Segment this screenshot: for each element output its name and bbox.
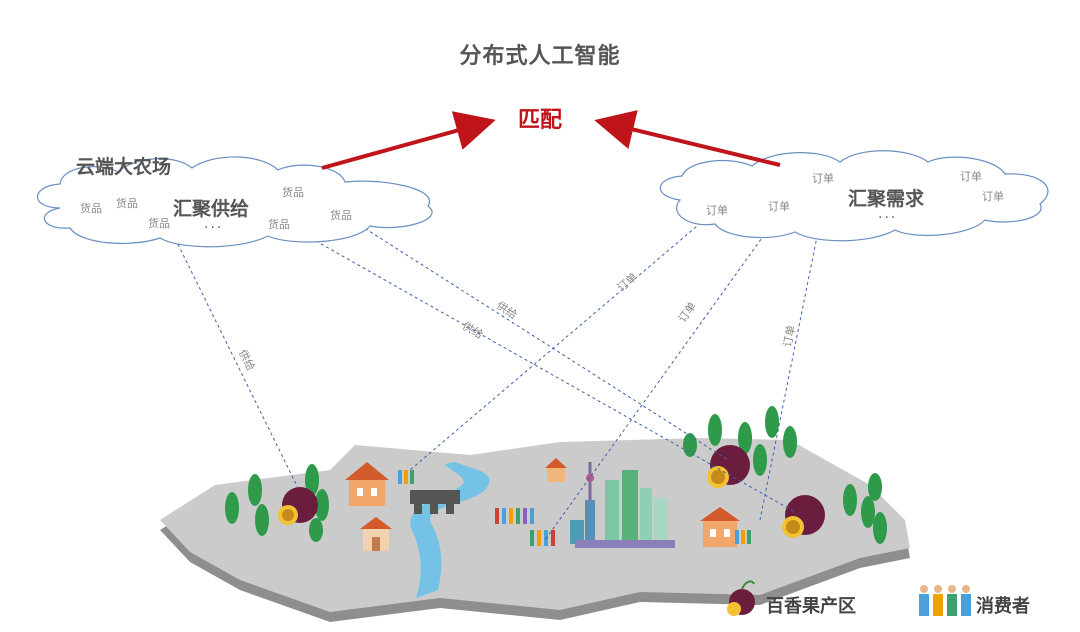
demand-item: 订单 [706, 204, 728, 217]
demand-item: 订单 [812, 172, 834, 185]
house [345, 462, 389, 506]
supply-item: 货品 [268, 218, 290, 231]
trees [225, 406, 887, 544]
house [700, 507, 740, 547]
demand-item: 订单 [768, 200, 790, 213]
legend-consumer: 消费者 [976, 596, 1030, 617]
match-arrows [321, 110, 781, 170]
legend-consumer-icon [919, 585, 971, 616]
supply-cloud-label: 汇聚供给 [173, 198, 250, 220]
legend-fruit-icon [727, 580, 755, 616]
order-link-1 [409, 214, 711, 471]
supply-link-2 [299, 231, 796, 513]
order-link-2 [544, 209, 783, 541]
arrow-from-supply [321, 111, 496, 170]
demand-cloud-label: 汇聚需求 [848, 188, 925, 210]
house [360, 517, 392, 551]
link-lines [169, 181, 829, 541]
house [545, 458, 567, 482]
passion-fruits [278, 445, 825, 538]
supply-item: 货品 [148, 217, 170, 230]
demand-item: 订单 [982, 190, 1004, 203]
bridge [410, 490, 460, 504]
diagram-title: 分布式人工智能 [459, 44, 621, 69]
demand-cloud-shape [659, 150, 1049, 242]
village-houses [345, 458, 740, 551]
supply-ellipsis: ··· [204, 220, 224, 236]
supply-item: 货品 [330, 209, 352, 222]
demand-ellipsis: ··· [878, 210, 898, 226]
supply-link-1 [169, 227, 299, 489]
arrow-from-demand [594, 110, 781, 167]
supply-link-3 [354, 221, 729, 461]
supply-cloud-shape [36, 156, 433, 248]
legend-production-area: 百香果产区 [766, 596, 856, 617]
river [410, 462, 490, 598]
supply-item: 货品 [116, 197, 138, 210]
demand-item: 订单 [960, 170, 982, 183]
cloud-farm-title: 云端大农场 [76, 156, 172, 178]
city-skyline [570, 462, 675, 548]
match-label: 匹配 [517, 108, 562, 133]
supply-item: 货品 [282, 186, 304, 199]
supply-item: 货品 [80, 202, 102, 215]
